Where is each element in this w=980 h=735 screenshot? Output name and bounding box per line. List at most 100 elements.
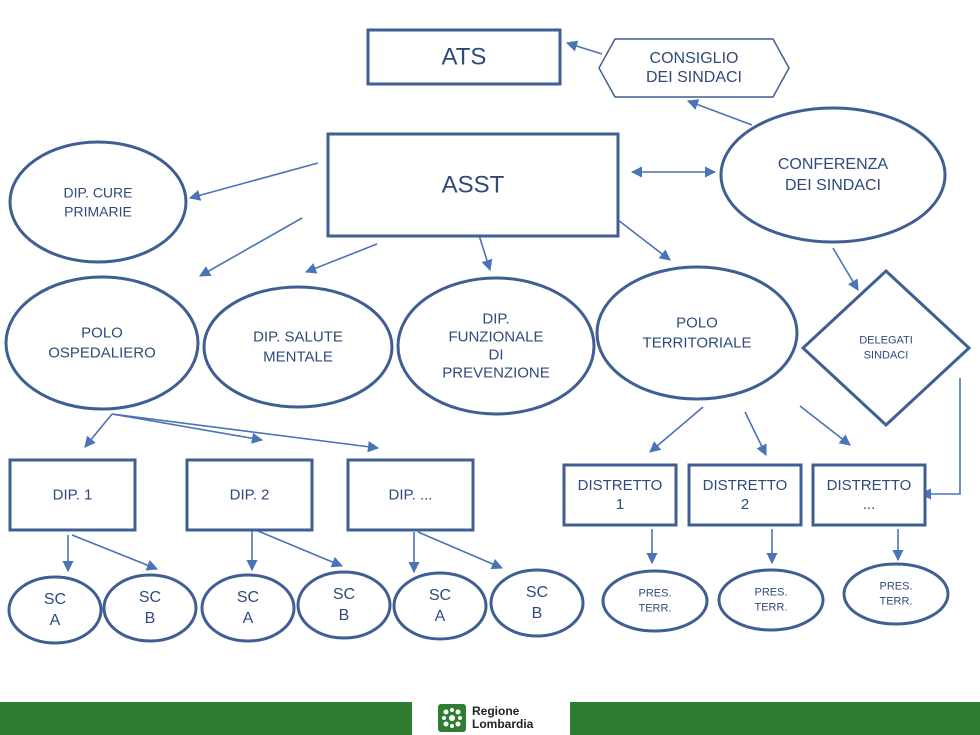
node-conferenza xyxy=(719,106,947,244)
node-sc2a-label-2: A xyxy=(243,610,254,627)
node-distretto2 xyxy=(687,463,803,527)
node-distretto2-label-2: 2 xyxy=(741,496,749,513)
node-distretto1-label-2: 1 xyxy=(616,496,624,513)
node-pres2-label-2: TERR. xyxy=(755,602,788,614)
connector-arrow-6 xyxy=(304,243,378,274)
node-dip-funz-label-2: FUNZIONALE xyxy=(448,329,543,346)
node-distretto1-label-1: DISTRETTO xyxy=(578,477,663,494)
footer-bar-right xyxy=(570,702,980,735)
logo-line-2: Lombardia xyxy=(472,716,534,731)
node-dip-funz-label-4: PREVENZIONE xyxy=(442,365,550,382)
node-sc1a-label-1: SC xyxy=(44,591,66,608)
node-sc3b-label-1: SC xyxy=(526,584,548,601)
node-conferenza-label-2: DEI SINDACI xyxy=(785,177,881,194)
node-dip3-label-1: DIP. ... xyxy=(389,487,433,504)
node-pres2-label-1: PRES. xyxy=(754,587,787,599)
connector-arrows xyxy=(62,40,961,574)
node-polo-osp-label-1: POLO xyxy=(81,325,123,342)
diagram-nodes xyxy=(4,28,972,645)
node-dip-funz xyxy=(396,276,596,416)
node-pres3 xyxy=(842,562,950,626)
node-polo-terr-label-2: TERRITORIALE xyxy=(643,335,752,352)
connector-arrow-8 xyxy=(617,219,671,261)
logo-line-1: Regione xyxy=(472,703,520,718)
node-pres1-label-1: PRES. xyxy=(638,588,671,600)
org-chart-diagram: ATS CONSIGLIO DEI SINDACI ASST CONFERENZA DEI… xyxy=(4,28,972,645)
node-sc2b-label-1: SC xyxy=(333,586,355,603)
node-distretto1 xyxy=(562,463,678,527)
rosa-camuna-icon xyxy=(438,703,466,732)
connector-arrow-9 xyxy=(832,247,859,291)
node-dip-salute xyxy=(202,285,394,409)
node-distretto3 xyxy=(811,463,927,527)
node-sc2a xyxy=(200,573,296,643)
node-sc3a-label-1: SC xyxy=(429,587,451,604)
node-dip-cure-label-1: DIP. CURE xyxy=(64,185,133,201)
node-asst-label-1: ASST xyxy=(442,172,505,199)
node-polo-terr xyxy=(595,265,799,401)
node-consiglio-label-2: DEI SINDACI xyxy=(646,69,742,86)
connector-arrow-13 xyxy=(649,406,704,453)
node-sc3b xyxy=(489,568,585,638)
node-sc1a xyxy=(7,575,103,645)
node-sc2b xyxy=(296,570,392,640)
regione-lombardia-logo: Regione Lombardia xyxy=(438,700,558,735)
node-dip-cure xyxy=(8,140,188,264)
node-dip1 xyxy=(8,458,137,532)
node-pres3-label-1: PRES. xyxy=(879,581,912,593)
connector-arrow-2 xyxy=(686,99,753,126)
node-delegati xyxy=(800,268,972,428)
node-delegati-label-1: DELEGATI xyxy=(859,335,913,347)
node-pres1-label-2: TERR. xyxy=(639,603,672,615)
connector-arrow-17 xyxy=(71,534,159,571)
connector-arrow-19 xyxy=(257,530,344,568)
node-polo-osp xyxy=(4,275,200,411)
node-pres3-label-2: TERR. xyxy=(880,596,913,608)
node-sc3a-label-2: A xyxy=(435,608,446,625)
node-consiglio xyxy=(598,38,790,98)
footer-bar-left xyxy=(0,702,412,735)
node-distretto3-label-2: ... xyxy=(863,496,876,513)
node-pres1 xyxy=(601,569,709,633)
connector-arrow-3 xyxy=(188,162,319,201)
connector-arrow-1 xyxy=(565,40,603,55)
node-polo-osp-label-2: OSPEDALIERO xyxy=(48,345,156,362)
node-sc3a xyxy=(392,571,488,641)
node-sc1b-label-1: SC xyxy=(139,589,161,606)
node-dip2-label-1: DIP. 2 xyxy=(230,487,270,504)
connector-arrow-delegati-distretto xyxy=(919,378,961,500)
connector-arrow-10 xyxy=(84,413,113,448)
node-distretto3-label-1: DISTRETTO xyxy=(827,477,912,494)
node-conferenza-label-1: CONFERENZA xyxy=(778,156,889,173)
node-distretto2-label-1: DISTRETTO xyxy=(703,477,788,494)
node-dip2 xyxy=(185,458,314,532)
connector-arrow-15 xyxy=(799,405,851,446)
node-sc1a-label-2: A xyxy=(50,612,61,629)
node-ats xyxy=(366,28,562,86)
node-asst xyxy=(326,132,620,238)
connector-arrow-14 xyxy=(744,411,767,457)
node-dip-salute-label-2: MENTALE xyxy=(263,349,333,366)
node-delegati-label-2: SINDACI xyxy=(864,350,909,362)
node-sc2b-label-2: B xyxy=(339,607,350,624)
node-dip-funz-label-3: DI xyxy=(489,347,504,364)
node-polo-terr-label-1: POLO xyxy=(676,315,718,332)
connector-arrow-21 xyxy=(417,531,504,570)
node-dip3 xyxy=(346,458,475,532)
diagram-labels: ATS CONSIGLIO DEI SINDACI ASST CONFERENZA DEI… xyxy=(44,44,913,630)
node-sc1b xyxy=(102,573,198,643)
node-consiglio-label-1: CONSIGLIO xyxy=(650,50,739,67)
node-dip-salute-label-1: DIP. SALUTE xyxy=(253,329,343,346)
node-sc3b-label-2: B xyxy=(532,605,543,622)
connector-arrow-12 xyxy=(111,413,380,453)
connector-arrow-5 xyxy=(199,217,303,277)
node-sc1b-label-2: B xyxy=(145,610,156,627)
node-ats-label-1: ATS xyxy=(442,44,487,71)
connector-arrow-11 xyxy=(111,413,264,444)
node-pres2 xyxy=(717,568,825,632)
node-dip-cure-label-2: PRIMARIE xyxy=(64,204,132,220)
node-dip-funz-label-1: DIP. xyxy=(482,311,509,328)
connector-arrow-7 xyxy=(477,231,493,272)
node-dip1-label-1: DIP. 1 xyxy=(53,487,93,504)
node-sc2a-label-1: SC xyxy=(237,589,259,606)
